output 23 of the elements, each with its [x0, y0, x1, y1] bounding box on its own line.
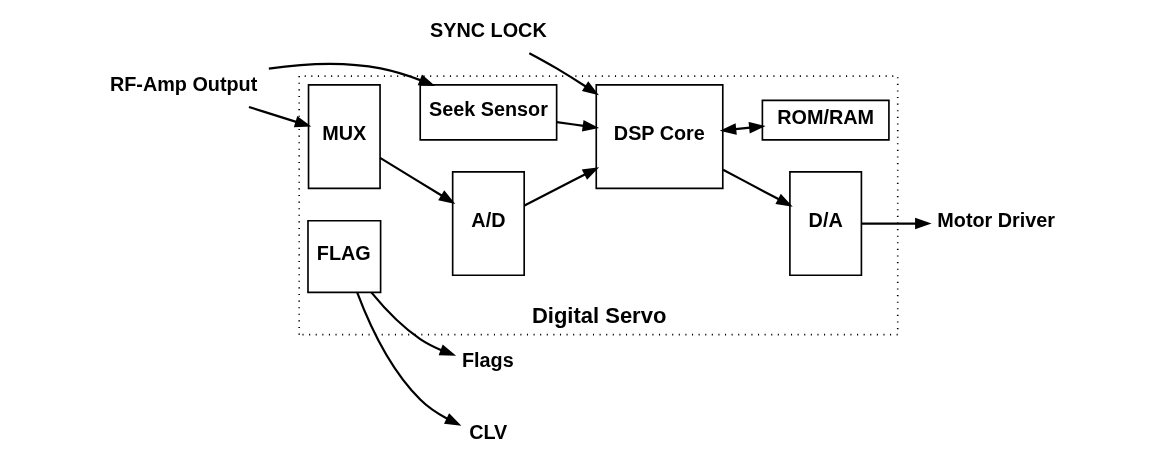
node-text: Flags [462, 348, 514, 371]
node-text: SYNC LOCK [430, 18, 547, 41]
arrow [722, 168, 793, 207]
node-text: CLV [469, 420, 508, 443]
node-text: RF-Amp Output [109, 72, 258, 95]
arrow [379, 156, 456, 204]
arrow [248, 105, 312, 127]
node-text: Motor Driver [937, 208, 1056, 231]
arrow [268, 62, 436, 86]
arrow [528, 51, 599, 95]
arrow [719, 121, 766, 135]
arrow [556, 119, 600, 131]
arrow [356, 291, 462, 426]
node-box: D/A [789, 170, 863, 276]
node-box: DSP Core [595, 83, 724, 189]
node-box: Seek Sensor [419, 83, 558, 141]
node-box: A/D [451, 170, 525, 276]
arrow [524, 166, 600, 206]
node-box: ROM/RAM [761, 99, 890, 141]
arrow [861, 217, 932, 229]
arrow [370, 291, 457, 356]
node-box: MUX [307, 83, 381, 189]
node-box: FLAG [307, 219, 382, 293]
